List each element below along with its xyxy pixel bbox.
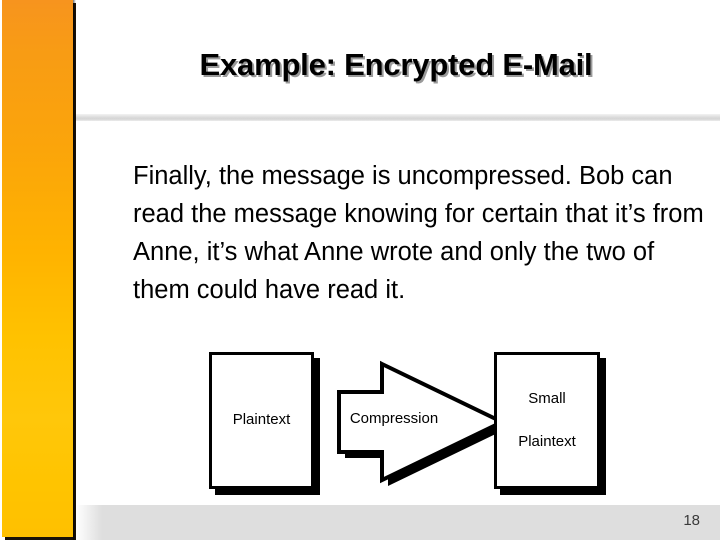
plaintext-box-label: Plaintext	[232, 411, 291, 429]
left-accent-band-edge	[73, 0, 76, 540]
page-title: Example: Encrypted E-Mail	[199, 47, 593, 82]
page-number: 18	[683, 512, 700, 529]
footer-band	[76, 505, 720, 540]
small-plaintext-box: Small Plaintext	[494, 352, 600, 489]
compression-arrow-label: Compression	[349, 410, 439, 427]
title-divider	[76, 114, 720, 121]
compression-arrow	[327, 354, 507, 489]
left-accent-band	[2, 0, 73, 537]
small-plaintext-box-label-line1: Small	[528, 390, 566, 407]
plaintext-box: Plaintext	[209, 352, 314, 489]
footer-band-fade	[76, 505, 102, 540]
small-plaintext-box-label-line2: Plaintext	[518, 432, 576, 450]
body-paragraph: Finally, the message is uncompressed. Bo…	[133, 162, 704, 304]
